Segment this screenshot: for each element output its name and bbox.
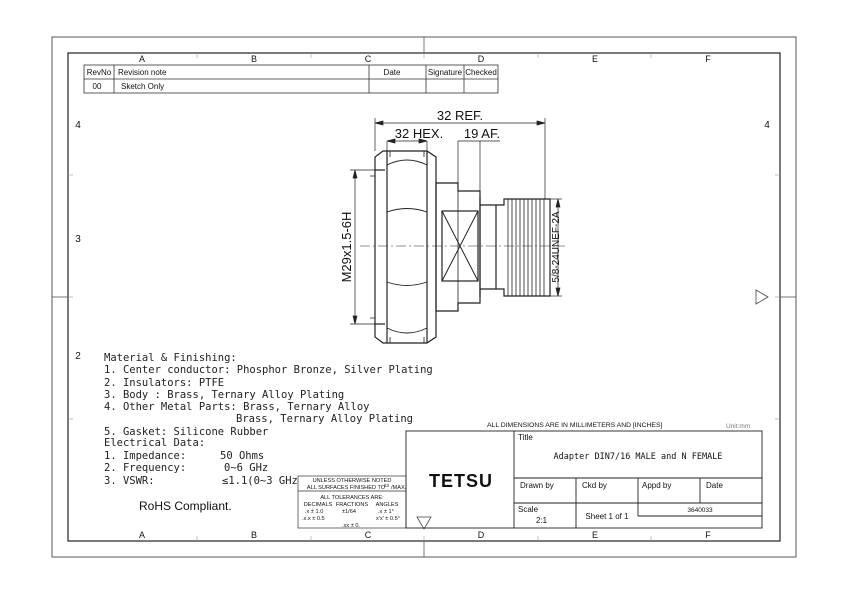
sheet-number: Sheet 1 of 1	[585, 512, 629, 521]
tol-dec1: .x ± 1.0	[305, 509, 323, 515]
rev-row-note: Sketch Only	[121, 82, 164, 91]
hex-faces	[386, 151, 428, 343]
rev-row-revno: 00	[93, 82, 102, 91]
zone-letter-bottom-b: B	[251, 530, 257, 540]
material-item-4: 4. Other Metal Parts: Brass, Ternary All…	[104, 401, 370, 413]
scale-value: 2:1	[536, 516, 548, 525]
company-name: TETSU	[429, 471, 493, 491]
zone-letter-bottom-c: C	[365, 530, 372, 540]
electrical-value-1: 50 Ohms	[220, 450, 264, 462]
electrical-label-2: 2. Frequency:	[104, 462, 186, 474]
material-item-5: 5. Gasket: Silicone Rubber	[104, 426, 268, 438]
material-notes: Material & Finishing: 1. Center conducto…	[104, 352, 433, 487]
electrical-value-2: 0~6 GHz	[224, 462, 268, 474]
unit-label: Unit:mm	[726, 423, 750, 430]
zone-number-right-4: 4	[764, 120, 770, 131]
tol-line1: UNLESS OTHERWISE NOTED	[313, 478, 392, 484]
dim-af: 19 AF.	[464, 126, 500, 141]
zone-numbers: 4 3 2 4	[75, 120, 770, 362]
electrical-label-3: 3. VSWR:	[104, 475, 155, 487]
zone-letter-top-a: A	[139, 54, 145, 64]
material-item-2: 2. Insulators: PTFE	[104, 377, 224, 389]
tol-dec2: .x.x ± 0.5	[302, 516, 325, 522]
material-heading: Material & Finishing:	[104, 352, 237, 364]
tol-frac1: ±1/64	[342, 509, 356, 515]
zone-number-left-3: 3	[75, 234, 81, 245]
zone-letter-top-e: E	[592, 54, 598, 64]
zone-letter-top-f: F	[705, 54, 711, 64]
ckd-by-label: Ckd by	[582, 481, 607, 490]
electrical-value-3: ≤1.1(0~3 GHz	[222, 475, 298, 487]
tol-ang2: x'x' ± 0.5°	[376, 516, 400, 522]
title-label: Title	[518, 433, 533, 442]
zone-number-left-4: 4	[75, 120, 81, 131]
date-label: Date	[706, 481, 723, 490]
dim-overall-ref: 32 REF.	[437, 108, 483, 123]
dimension-lines	[350, 118, 562, 325]
electrical-heading: Electrical Data:	[104, 437, 205, 449]
tol-dec3: .xx ± 0.	[342, 523, 360, 529]
title-block	[405, 430, 763, 529]
zone-letter-top-b: B	[251, 54, 257, 64]
dim-right-thread: 5/8-24UNEF-2A	[551, 211, 562, 282]
zone-letter-bottom-a: A	[139, 530, 145, 540]
drawing-title: Adapter DIN7/16 MALE and N FEMALE	[554, 452, 723, 462]
tol-ang1: .x ± 1°	[378, 509, 394, 515]
material-item-1: 1. Center conductor: Phosphor Bronze, Si…	[104, 364, 433, 376]
dim-left-thread: M29x1.5-6H	[339, 212, 354, 283]
zone-letter-top-c: C	[365, 54, 372, 64]
tol-line3: ALL TOLERANCES ARE:	[320, 495, 384, 501]
units-note: ALL DIMENSIONS ARE IN MILLIMETERS AND [I…	[487, 422, 662, 429]
tol-finish-value: 63	[384, 483, 390, 488]
appd-by-label: Appd by	[642, 481, 671, 490]
revision-table	[83, 64, 499, 94]
zone-letter-top-d: D	[478, 54, 485, 64]
dim-hex: 32 HEX.	[395, 126, 443, 141]
rev-header-revno: RevNo	[87, 68, 112, 77]
scale-label: Scale	[518, 505, 539, 514]
zone-letter-bottom-d: D	[478, 530, 485, 540]
material-item-4-cont: Brass, Ternary Alloy Plating	[236, 413, 413, 425]
material-item-3: 3. Body : Brass, Ternary Alloy Plating	[104, 389, 344, 401]
rev-header-signature: Signature	[428, 68, 463, 77]
zone-number-left-2: 2	[75, 351, 81, 362]
electrical-label-1: 1. Impedance:	[104, 450, 186, 462]
drawing-number: 3640033	[687, 507, 713, 514]
rev-header-checked: Checked	[465, 68, 497, 77]
tol-finish-suffix: /MAX.	[391, 485, 407, 491]
drawn-by-label: Drawn by	[520, 481, 554, 490]
zone-letter-bottom-f: F	[705, 530, 711, 540]
tol-col-angles: ANGLES	[376, 502, 399, 508]
tol-col-decimals: DECIMALS	[304, 502, 333, 508]
connector-drawing	[360, 150, 565, 344]
rohs-note: RoHS Compliant.	[139, 499, 232, 513]
rev-header-note: Revision note	[118, 68, 167, 77]
rev-header-date: Date	[384, 68, 401, 77]
n-female-thread	[496, 198, 551, 297]
tol-line2: ALL SURFACES FINISHED TO	[307, 485, 386, 491]
zone-letters: A B C D E F A B C D E F	[139, 54, 711, 540]
tol-col-fractions: FRACTIONS	[336, 502, 369, 508]
zone-letter-bottom-e: E	[592, 530, 598, 540]
drawing-border	[51, 36, 797, 558]
tolerance-text: UNLESS OTHERWISE NOTED ALL SURFACES FINI…	[302, 478, 407, 529]
